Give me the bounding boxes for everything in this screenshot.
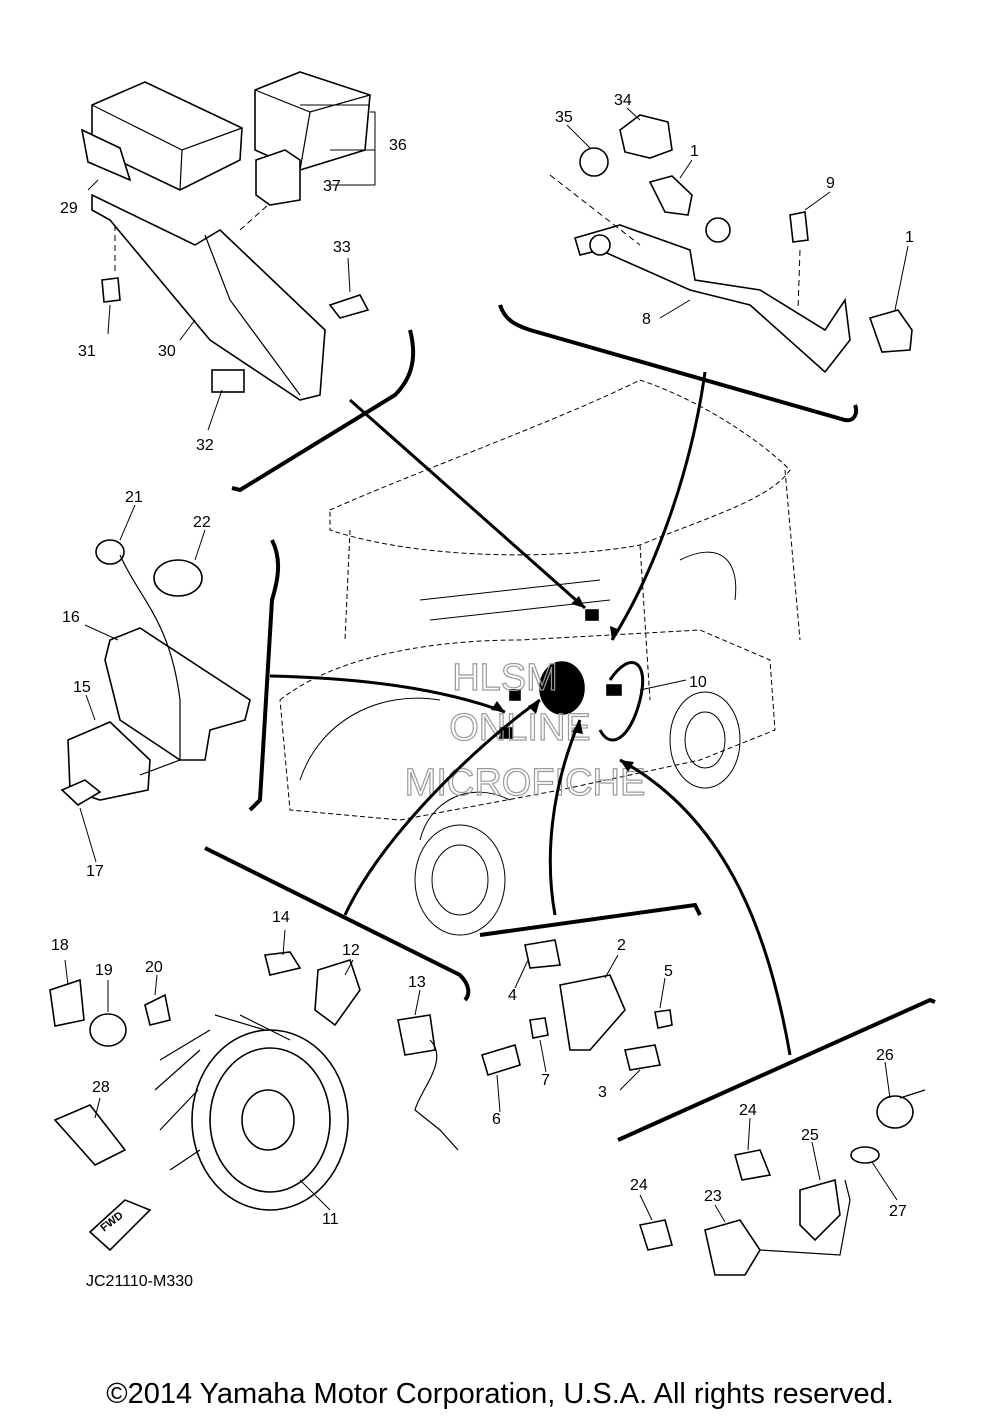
label-26: 26 [876,1047,894,1064]
label-18: 18 [51,937,69,954]
label-5: 5 [664,963,673,980]
label-4: 4 [508,987,517,1004]
label-15: 15 [73,679,91,696]
label-24-upper: 24 [739,1102,757,1119]
label-1-right: 1 [905,229,914,246]
ignition-coil-assembly [60,539,251,806]
speed-sensor-assembly [638,1089,926,1276]
label-13: 13 [408,974,426,991]
label-31: 31 [78,343,96,360]
label-36: 36 [389,137,407,154]
label-28: 28 [92,1079,110,1096]
label-27: 27 [889,1203,907,1220]
label-9: 9 [826,175,835,192]
label-3: 3 [598,1084,607,1101]
label-12: 12 [342,942,360,959]
label-35: 35 [555,109,573,126]
label-14: 14 [272,909,290,926]
label-24-lower: 24 [630,1177,648,1194]
label-29: 29 [60,200,78,217]
label-21: 21 [125,489,143,506]
label-33: 33 [333,239,351,256]
label-1-top: 1 [690,143,699,160]
copyright-notice: ©2014 Yamaha Motor Corporation, U.S.A. A… [106,1378,894,1410]
small-bracket-assembly [481,939,673,1077]
label-7: 7 [541,1072,550,1089]
sensor-bracket-assembly [549,114,913,374]
label-6: 6 [492,1111,501,1128]
label-20: 20 [145,959,163,976]
watermark-line-3: MICROFICHE [405,762,646,804]
label-32: 32 [196,437,214,454]
watermark-line-1: HLSM [452,657,558,699]
pointer-arrows [269,371,792,1056]
label-23: 23 [704,1188,722,1205]
label-37: 37 [323,178,341,195]
flywheel-assembly: FWD [49,951,459,1252]
group-brackets [204,304,936,1142]
callout-labels: 29 36 37 33 31 30 32 34 35 1 9 1 8 10 21… [51,92,914,1290]
label-17: 17 [86,863,104,880]
label-30: 30 [158,343,176,360]
label-16: 16 [62,609,80,626]
leader-lines [64,104,909,1223]
label-10: 10 [689,674,707,691]
label-25: 25 [801,1127,819,1144]
label-2: 2 [617,937,626,954]
label-22: 22 [193,514,211,531]
label-11: 11 [322,1211,339,1228]
golf-cart-outline [279,379,801,936]
cdi-unit-assembly [80,71,371,401]
label-8: 8 [642,311,651,328]
diagram-code: JC21110-M330 [86,1273,193,1290]
label-19: 19 [95,962,113,979]
label-34: 34 [614,92,632,109]
